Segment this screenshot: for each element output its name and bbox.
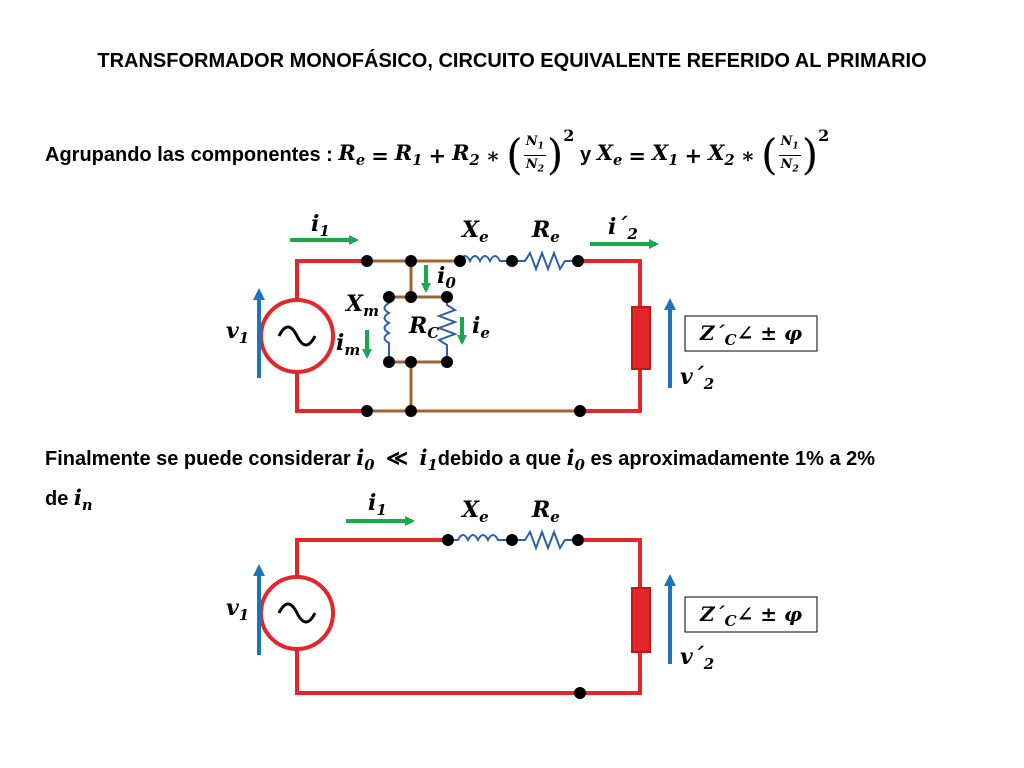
r1-symbol: R1 <box>394 140 423 170</box>
resistor-rc <box>436 297 458 362</box>
im-label: im <box>336 330 360 359</box>
equivalent-circuit-simplified: v1 i1 Xe Re Z´C∠ ± φ v´2 <box>226 490 818 699</box>
circuit1-nodes <box>361 255 586 417</box>
v1-label-2: v1 <box>226 595 249 624</box>
v2-prime-label: v´2 <box>680 364 714 393</box>
load-impedance-label-2: Z´C∠ ± φ <box>699 602 802 630</box>
xe-symbol: Xe <box>596 140 623 170</box>
v2-prime-label-2: v´2 <box>680 644 714 673</box>
i0-label: i0 <box>437 263 456 292</box>
grouping-equation: Agrupando las componentes : Re = R1 + R2… <box>45 125 830 179</box>
load-impedance-label: Z´C∠ ± φ <box>699 321 802 349</box>
i1-label: i1 <box>311 211 330 240</box>
equivalent-circuit-full: v1 i1 Xe Re i´2 i0 Xm RC ie im Z´C∠ ± φ … <box>226 211 818 417</box>
re-label-2: Re <box>531 497 560 526</box>
resistor-re-2 <box>512 529 578 551</box>
x1-symbol: X1 <box>651 140 679 170</box>
ac-source-2 <box>259 575 335 651</box>
load-impedance <box>631 306 651 370</box>
turns-ratio-1: N1 N2 <box>523 133 546 175</box>
circuit2-nodes <box>442 534 586 699</box>
xe-label-2: Xe <box>460 497 489 526</box>
inductor-xm <box>383 297 392 362</box>
load-impedance-2 <box>631 587 651 653</box>
page-title: TRANSFORMADOR MONOFÁSICO, CIRCUITO EQUIV… <box>97 50 927 72</box>
xe-label: Xe <box>460 217 489 246</box>
circuit2-voltage-arrows <box>253 564 676 664</box>
connector-y: y <box>580 143 592 166</box>
rc-label: RC <box>408 313 439 342</box>
circuit1-voltage-arrows <box>253 288 676 388</box>
turns-ratio-2: N1 N2 <box>778 133 801 175</box>
r2-symbol: R2 <box>452 140 480 170</box>
approximation-note: Finalmente se puede considerar i0 ≪ i1de… <box>45 445 876 515</box>
circuit1-wires <box>295 259 642 413</box>
load-label-box-2 <box>684 596 818 633</box>
i1-label-2: i1 <box>368 490 387 519</box>
load-label-box <box>684 315 818 352</box>
ac-source <box>259 298 335 374</box>
ie-label: ie <box>472 313 490 342</box>
inductor-xe <box>459 255 512 264</box>
i2-prime-label: i´2 <box>608 214 638 243</box>
circuit2-wires <box>295 538 642 695</box>
circuit1-current-arrows <box>290 235 659 359</box>
re-label: Re <box>531 217 560 246</box>
v1-label: v1 <box>226 318 249 347</box>
xm-label: Xm <box>344 291 379 320</box>
x2-symbol: X2 <box>708 140 735 170</box>
grouping-lead: Agrupando las componentes : <box>45 143 333 166</box>
resistor-re <box>512 250 578 272</box>
inductor-xe-2 <box>448 534 512 543</box>
re-symbol: Re <box>338 140 366 170</box>
